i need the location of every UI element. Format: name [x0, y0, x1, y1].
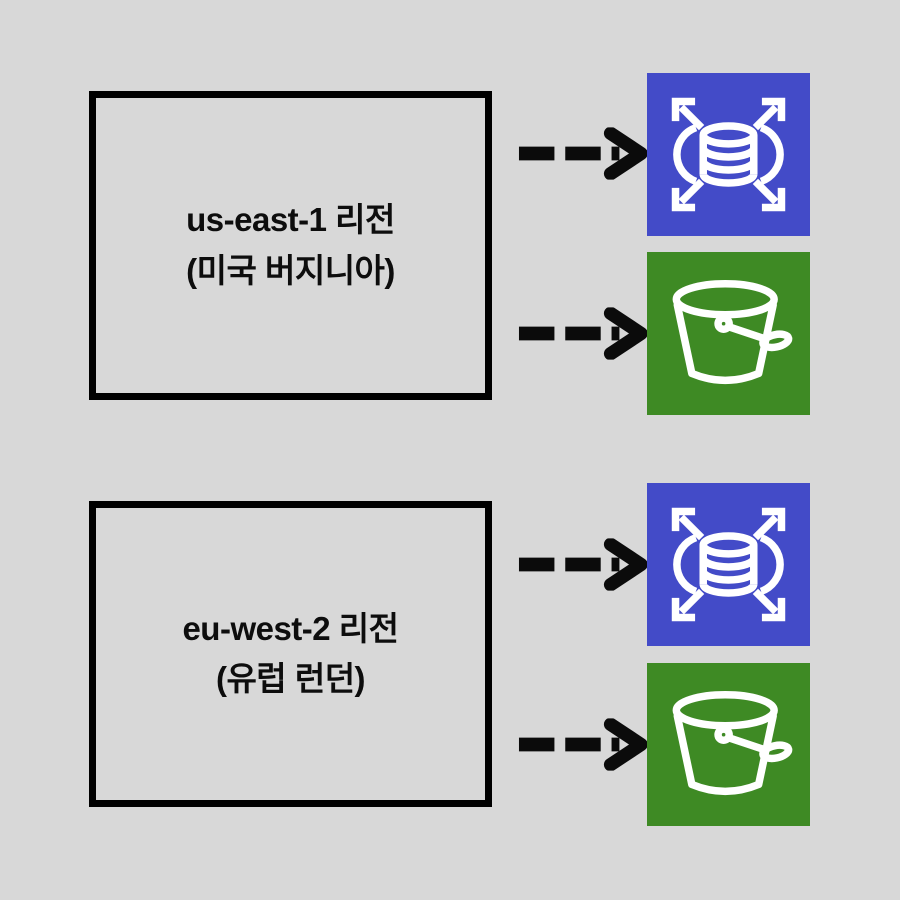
region-subtitle: (유럽 런던): [215, 660, 366, 697]
region-subtitle: (미국 버지니아): [186, 251, 395, 289]
dashed-arrow: [517, 538, 647, 591]
region-box-eu-west-2: eu-west-2 리전 (유럽 런던): [89, 501, 492, 807]
dynamodb-global-table-icon: [647, 73, 810, 236]
dashed-arrow: [517, 307, 647, 360]
dashed-arrow: [517, 718, 647, 771]
dashed-arrow: [517, 127, 647, 180]
s3-bucket-icon: [647, 663, 810, 826]
s3-bucket-icon: [647, 252, 810, 415]
region-title: eu-west-2 리전: [182, 609, 399, 647]
region-title: us-east-1 리전: [186, 201, 395, 239]
dynamodb-global-table-icon: [647, 483, 810, 646]
region-box-us-east-1: us-east-1 리전 (미국 버지니아): [89, 91, 492, 400]
